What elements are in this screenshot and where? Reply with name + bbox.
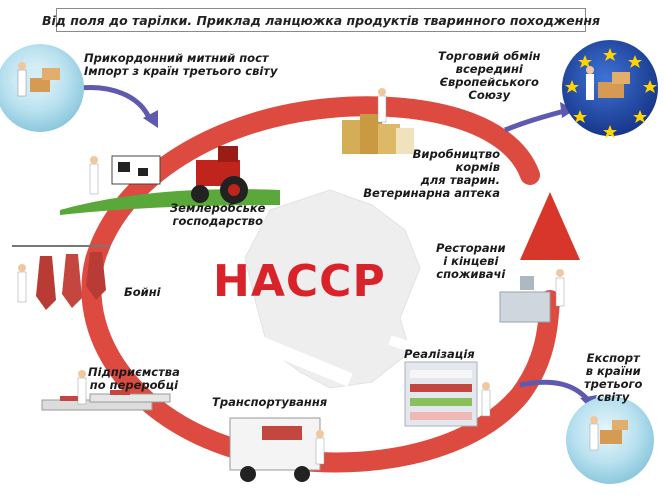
stage-transport-label: Транспортування (212, 396, 327, 409)
shop-shelf-icon (404, 361, 491, 427)
stage-export-line-3: третього (584, 377, 643, 391)
processing-tables-icon (41, 370, 171, 411)
stage-slaughter-line-1: Бойні (124, 285, 161, 299)
eu-flag-globe-icon (562, 40, 658, 138)
stage-trade-line-1: Торговий обмін (438, 49, 541, 63)
stage-restaurants-line-1: Ресторани (436, 241, 506, 255)
truck-icon (229, 417, 325, 482)
stage-feed-line-1: Виробництво (412, 147, 500, 161)
stage-processing-label: Підприємства по переробці (88, 366, 180, 392)
stage-trade-label: Торговий обмін всередині Європейського С… (438, 50, 541, 102)
stage-trade-line-4: Союзу (468, 88, 511, 102)
stage-restaurants-line-2: і кінцеві (443, 254, 499, 268)
trade-arrow (504, 102, 575, 133)
france-map-shape (244, 189, 421, 389)
person-icon (17, 69, 27, 97)
stage-export-line-1: Експорт (586, 351, 640, 365)
cycle-arrow (81, 96, 580, 473)
tractor-icon (191, 146, 248, 204)
haccp-center-label: НАССР (213, 256, 386, 307)
stage-feed-line-3: для тварин. (420, 173, 500, 187)
import-arrow (79, 84, 158, 128)
stage-customs-line-1: Прикордонний митний пост (84, 51, 269, 65)
stage-retail-line-1: Реалізація (404, 347, 475, 361)
stage-transport-line-1: Транспортування (212, 395, 328, 409)
stage-export-line-4: світу (597, 390, 630, 404)
stage-export-line-2: в країни (585, 364, 641, 378)
stage-farm-label: Землеробське господарство (170, 202, 265, 228)
stage-trade-line-3: Європейського (439, 75, 539, 89)
stage-feed-label: Виробництво кормів для тварин. Ветеринар… (352, 148, 500, 200)
stage-processing-line-1: Підприємства (88, 365, 180, 379)
stage-restaurants-label: Ресторани і кінцеві споживачі (436, 242, 506, 281)
diagram-title: Від поля до тарілки. Приклад ланцюжка пр… (42, 8, 600, 32)
export-globe-icon (566, 396, 654, 484)
kitchen-icon (499, 269, 565, 323)
stage-feed-line-4: Ветеринарна аптека (363, 186, 500, 200)
stage-export-label: Експорт в країни третього світу (584, 352, 642, 404)
stage-processing-line-2: по переробці (89, 378, 179, 392)
stage-retail-label: Реалізація (404, 348, 475, 361)
meat-carcass-icon (12, 245, 110, 310)
stage-farm-line-2: господарство (172, 214, 263, 228)
stage-farm-line-1: Землеробське (170, 201, 266, 215)
stage-trade-line-2: всередині (455, 62, 523, 76)
stage-customs-label: Прикордонний митний пост Імпорт з країн … (84, 52, 277, 78)
cow-icon (111, 155, 161, 185)
cycle-arrowhead (520, 192, 580, 260)
stage-feed-line-2: кормів (455, 160, 500, 174)
stage-restaurants-line-3: споживачі (436, 267, 506, 281)
farm-scene (60, 146, 280, 215)
globe-icon (0, 44, 84, 132)
stage-customs-line-2: Імпорт з країн третього світу (84, 64, 278, 78)
stage-slaughter-label: Бойні (124, 286, 161, 299)
euro-stars (565, 48, 657, 138)
feed-bags-icon (342, 88, 414, 154)
inner-white-arrows (150, 298, 443, 387)
